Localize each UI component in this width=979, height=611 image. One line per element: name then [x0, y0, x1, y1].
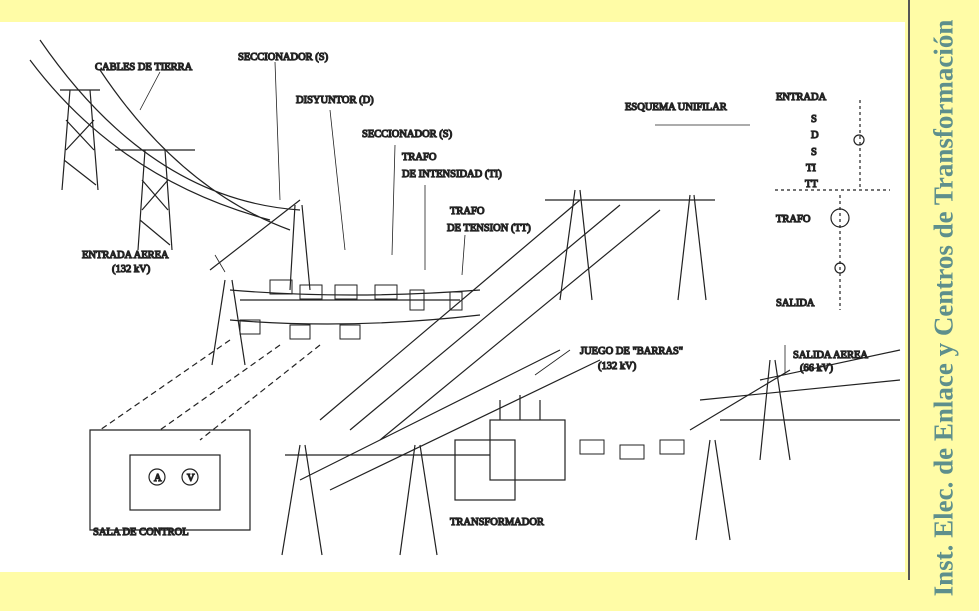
- label-juego-barras-2: (132 kV): [598, 361, 637, 372]
- unifilar-tt: TT: [805, 179, 818, 190]
- tower-salida: [689, 359, 791, 541]
- label-entrada-aerea-2: (132 kV): [112, 264, 151, 275]
- transformer-drawing: [454, 395, 566, 501]
- label-esquema-unifilar: ESQUEMA UNIFILAR: [625, 102, 727, 113]
- label-disyuntor: DISYUNTOR (D): [296, 95, 374, 106]
- label-sala-control: SALA DE CONTROL: [93, 527, 189, 538]
- label-arrows: [139, 61, 786, 376]
- meter-a-label: A: [154, 473, 162, 484]
- tower-gantry-left: [209, 199, 311, 366]
- label-cables-tierra: CABLES DE TIERRA: [95, 62, 193, 73]
- unifilar-scheme: [775, 100, 890, 310]
- label-entrada-aerea-1: ENTRADA AEREA: [82, 250, 169, 261]
- unifilar-s1: S: [811, 114, 817, 125]
- label-trafo-intensidad-2: DE INTENSIDAD (TI): [402, 169, 502, 180]
- unifilar-d: D: [811, 130, 819, 141]
- label-trafo-tension-2: DE TENSION (TT): [447, 223, 531, 234]
- side-title: Inst. Elec. de Enlace y Centros de Trans…: [919, 10, 969, 605]
- tower-gantry-right: [545, 189, 715, 301]
- dashed-cables: [99, 339, 321, 441]
- overhead-lines: [29, 39, 901, 491]
- meter-v-label: V: [187, 473, 195, 484]
- diagram-panel: CABLES DE TIERRA SECCIONADOR (S) DISYUNT…: [0, 22, 905, 572]
- tower-entrada-2: [115, 149, 195, 251]
- unifilar-s2: S: [811, 147, 817, 158]
- side-title-text: Inst. Elec. de Enlace y Centros de Trans…: [928, 19, 959, 596]
- label-trafo-intensidad-1: TRAFO: [402, 152, 437, 163]
- label-seccionador-1: SECCIONADOR (S): [238, 52, 329, 63]
- label-seccionador-2: SECCIONADOR (S): [362, 129, 453, 140]
- label-salida-aerea-1: SALIDA AEREA: [793, 350, 868, 361]
- unifilar-ti: TI: [806, 163, 816, 174]
- unifilar-trafo: TRAFO: [776, 214, 811, 225]
- label-juego-barras-1: JUEGO DE "BARRAS": [580, 346, 683, 357]
- switchgear: [239, 279, 685, 460]
- tower-bottom: [281, 444, 490, 556]
- unifilar-entrada: ENTRADA: [776, 92, 827, 103]
- control-room: [89, 429, 251, 531]
- unifilar-salida: SALIDA: [776, 298, 815, 309]
- busbar: [229, 289, 481, 325]
- label-trafo-tension-1: TRAFO: [450, 206, 485, 217]
- label-salida-aerea-2: (66 kV): [800, 363, 833, 374]
- tower-entrada-1: [60, 89, 100, 191]
- substation-diagram: CABLES DE TIERRA SECCIONADOR (S) DISYUNT…: [29, 39, 901, 556]
- label-transformador: TRANSFORMADOR: [450, 517, 544, 528]
- divider-line: [908, 0, 910, 580]
